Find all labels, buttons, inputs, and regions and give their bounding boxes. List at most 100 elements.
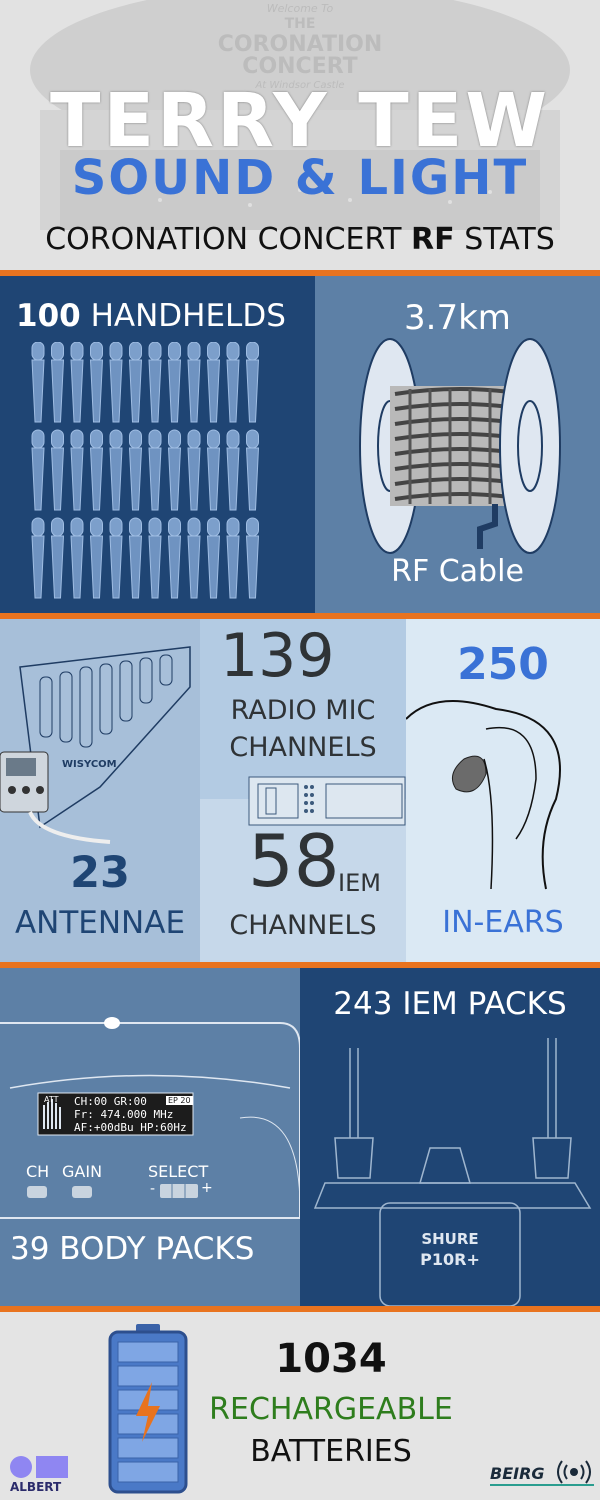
gain-button-label: GAIN [62,1162,103,1181]
channels-panel: 139 RADIO MIC CHANNELS 58 IEM CHANNELS [200,619,406,962]
handhelds-panel: 100 HANDHELDS [0,276,315,613]
select-plus: + [201,1180,213,1196]
lcd-tag: EP 20 [166,1096,193,1105]
in-ears-panel: 250 IN-EARS [406,619,600,962]
iem-channel-count: 58 [248,819,340,903]
microphone-icon [187,342,201,423]
microphone-icon [206,429,221,511]
header: Welcome To THE CORONATION CONCERT At Win… [0,0,600,270]
microphone-icon [109,429,123,511]
battery-icon [108,1324,188,1494]
microphone-icon [109,517,123,599]
cable-label: RF Cable [391,554,524,589]
divider [0,1306,600,1312]
microphone-icon [245,429,260,511]
lcd-line3: AF:+00dBu HP:60Hz [74,1121,187,1134]
microphone-icon [167,342,182,423]
lcd-line1: CH:00 GR:00 [74,1095,147,1108]
iem-channel-label: CHANNELS [229,910,377,941]
microphone-icon [167,429,182,511]
microphones-icon [31,342,260,599]
microphone-icon [245,517,260,599]
in-ears-label: IN-EARS [442,905,564,940]
radio-mic-label2: CHANNELS [229,732,377,763]
backdrop-welcome: Welcome To [266,2,334,15]
ch-button-label: CH [26,1162,50,1181]
backdrop-concert: CONCERT [242,54,358,79]
microphone-icon [70,342,84,423]
microphone-icon [187,429,201,511]
bodypack-icon [0,1017,300,1219]
microphone-icon [206,342,221,423]
backdrop-coronation: CORONATION [217,32,383,57]
radio-mic-bg [200,619,406,799]
microphone-icon [89,517,104,599]
microphone-icon [245,342,260,423]
cable-reel-icon [359,338,561,554]
microphone-icon [109,342,123,423]
backdrop-windsor: At Windsor Castle [255,80,345,91]
albert-logo [10,1456,68,1478]
microphone-icon [31,342,45,423]
microphone-icon [31,429,45,511]
albert-logo-text: ALBERT [10,1480,62,1494]
microphone-icon [128,342,143,423]
cable-length: 3.7km [404,298,511,338]
tagline-bold: RF [411,222,455,257]
beirg-logo-text: BEIRG [490,1464,545,1483]
microphone-icon [128,517,143,599]
microphone-icon [128,429,143,511]
iem-channel-unit: IEM [338,869,381,897]
microphone-icon [70,517,84,599]
microphone-icon [50,342,65,423]
receiver-rack-icon [248,776,406,826]
tagline-post: STATS [464,222,555,257]
radio-mic-count: 139 [220,621,335,691]
antennae-count: 23 [70,848,130,898]
microphone-icon [148,342,162,423]
handhelds-count: 100 [16,298,81,334]
microphone-icon [31,517,45,599]
handhelds-heading: 100 HANDHELDS [16,298,286,334]
batteries-label2: BATTERIES [250,1434,412,1469]
microphone-icon [206,517,221,599]
lcd-line2: Fr: 474.000 MHz [74,1108,174,1121]
tagline-pre: CORONATION CONCERT [45,222,402,257]
radio-mic-label1: RADIO MIC [230,695,376,726]
batteries-panel: 1034 RECHARGEABLE BATTERIES ALBERT BEIRG [0,1312,600,1500]
divider [0,270,600,276]
batteries-count: 1034 [275,1336,387,1382]
iem-packs-label: 243 IEM PACKS [333,986,567,1022]
microphone-icon [89,429,104,511]
antenna-brand: WISYCOM [62,759,117,770]
backdrop-the: THE [284,16,316,32]
divider [0,613,600,619]
iem-pack-icon [313,1038,592,1306]
microphone-icon [226,517,240,599]
microphone-icon [50,517,65,599]
divider [0,962,600,968]
select-minus: - [150,1181,156,1197]
cable-panel: 3.7km RF Cable [315,276,600,613]
concert-backdrop [30,0,570,230]
iem-brand: SHURE [421,1230,479,1248]
microphone-icon [148,517,162,599]
select-button-label: SELECT [148,1162,209,1181]
microphone-icon [226,429,240,511]
microphone-icon [187,517,201,599]
microphone-icon [70,429,84,511]
beirg-radio-icon [557,1460,591,1484]
iem-packs-panel: 243 IEM PACKS SHURE P10R+ [300,968,600,1306]
handhelds-label: HANDHELDS [90,298,286,334]
page-subtitle: SOUND & LIGHT [71,150,529,206]
in-ears-count: 250 [457,639,549,690]
antennae-panel: WISYCOM 23 ANTENNAE [0,619,200,962]
antenna-icon [0,646,191,844]
ear-icon [406,700,561,890]
microphone-icon [89,342,104,423]
tagline: CORONATION CONCERT RF STATS [0,222,600,257]
body-packs-label: 39 BODY PACKS [10,1231,255,1267]
page-title: TERRY TEW [50,78,550,164]
antennae-label: ANTENNAE [14,905,186,941]
